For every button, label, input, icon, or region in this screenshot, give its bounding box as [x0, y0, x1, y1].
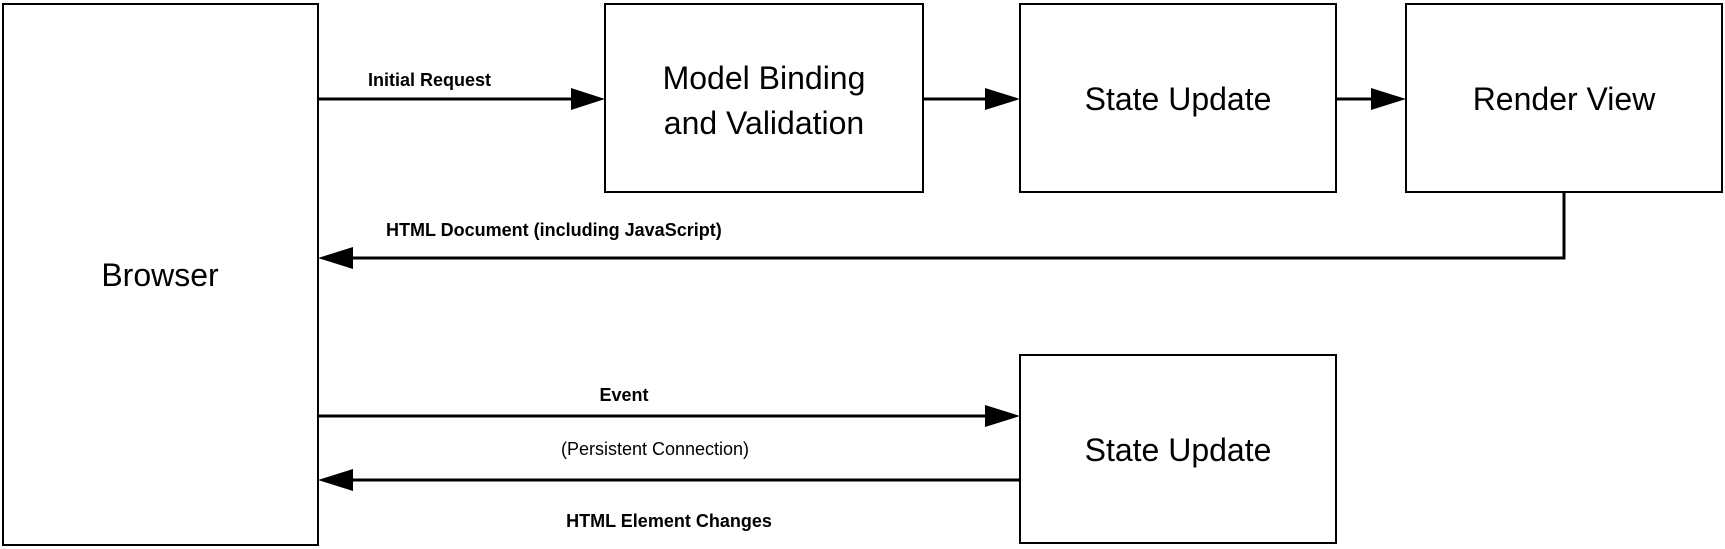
model-to-state-arrow — [923, 88, 1020, 110]
persistent-connection-label: (Persistent Connection) — [561, 439, 749, 459]
state-update-top-node: State Update — [1019, 3, 1337, 193]
model-binding-label-line1: Model Binding — [663, 60, 866, 96]
html-document-arrow — [318, 192, 1566, 269]
browser-label: Browser — [101, 257, 219, 293]
event-label: Event — [599, 385, 648, 405]
html-element-changes-label: HTML Element Changes — [566, 511, 772, 531]
initial-request-label: Initial Request — [368, 70, 491, 90]
model-binding-label-line2: and Validation — [664, 105, 864, 141]
initial-request-arrow — [318, 88, 605, 110]
html-document-label: HTML Document (including JavaScript) — [386, 220, 722, 240]
state-update-bottom-label: State Update — [1085, 432, 1272, 468]
state-update-bottom-node: State Update — [1019, 354, 1337, 544]
state-update-top-label: State Update — [1085, 81, 1272, 117]
state-to-render-arrow — [1336, 88, 1406, 110]
event-arrow — [318, 405, 1020, 427]
render-view-label: Render View — [1473, 81, 1657, 117]
html-element-changes-arrow — [318, 469, 1020, 491]
browser-node: Browser — [2, 3, 319, 546]
model-binding-node: Model Binding and Validation — [604, 3, 924, 193]
render-view-node: Render View — [1405, 3, 1723, 193]
